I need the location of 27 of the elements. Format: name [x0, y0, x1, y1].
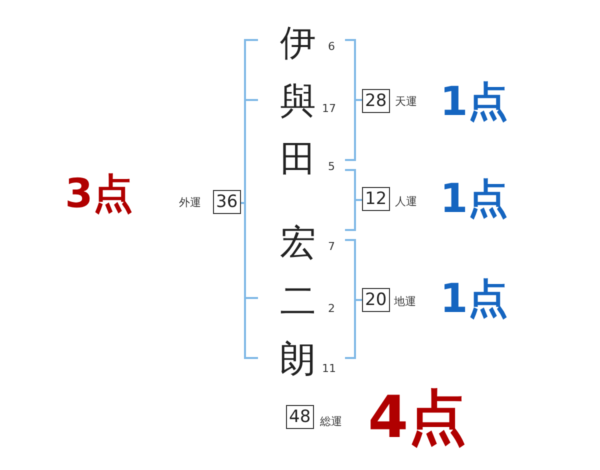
name-character: 伊 — [280, 22, 316, 66]
number-box: 20 — [362, 288, 390, 312]
number-box: 28 — [362, 89, 390, 113]
name-character: 二 — [280, 280, 316, 324]
score-text: 3点 — [65, 170, 133, 218]
fortune-label: 地運 — [394, 295, 416, 309]
stroke-count: 11 — [322, 362, 336, 376]
stroke-count: 6 — [328, 40, 335, 54]
fortune-label: 天運 — [395, 95, 417, 109]
fortune-label: 人運 — [395, 195, 417, 209]
name-character: 與 — [280, 80, 316, 124]
score-text: 1点 — [440, 78, 508, 126]
stroke-count: 7 — [328, 240, 335, 254]
stroke-count: 17 — [322, 102, 336, 116]
fortune-label: 外運 — [179, 196, 201, 210]
number-box: 12 — [362, 187, 390, 211]
stroke-count: 2 — [328, 302, 335, 316]
score-text: 4点 — [368, 382, 466, 452]
stroke-count: 5 — [328, 160, 335, 174]
name-character: 宏 — [280, 222, 316, 266]
number-box: 48 — [286, 405, 314, 429]
score-text: 1点 — [440, 175, 508, 223]
name-character: 朗 — [280, 338, 316, 382]
number-box: 36 — [213, 190, 241, 214]
fortune-label: 総運 — [320, 415, 342, 429]
score-text: 1点 — [440, 275, 508, 323]
name-character: 田 — [280, 138, 316, 182]
